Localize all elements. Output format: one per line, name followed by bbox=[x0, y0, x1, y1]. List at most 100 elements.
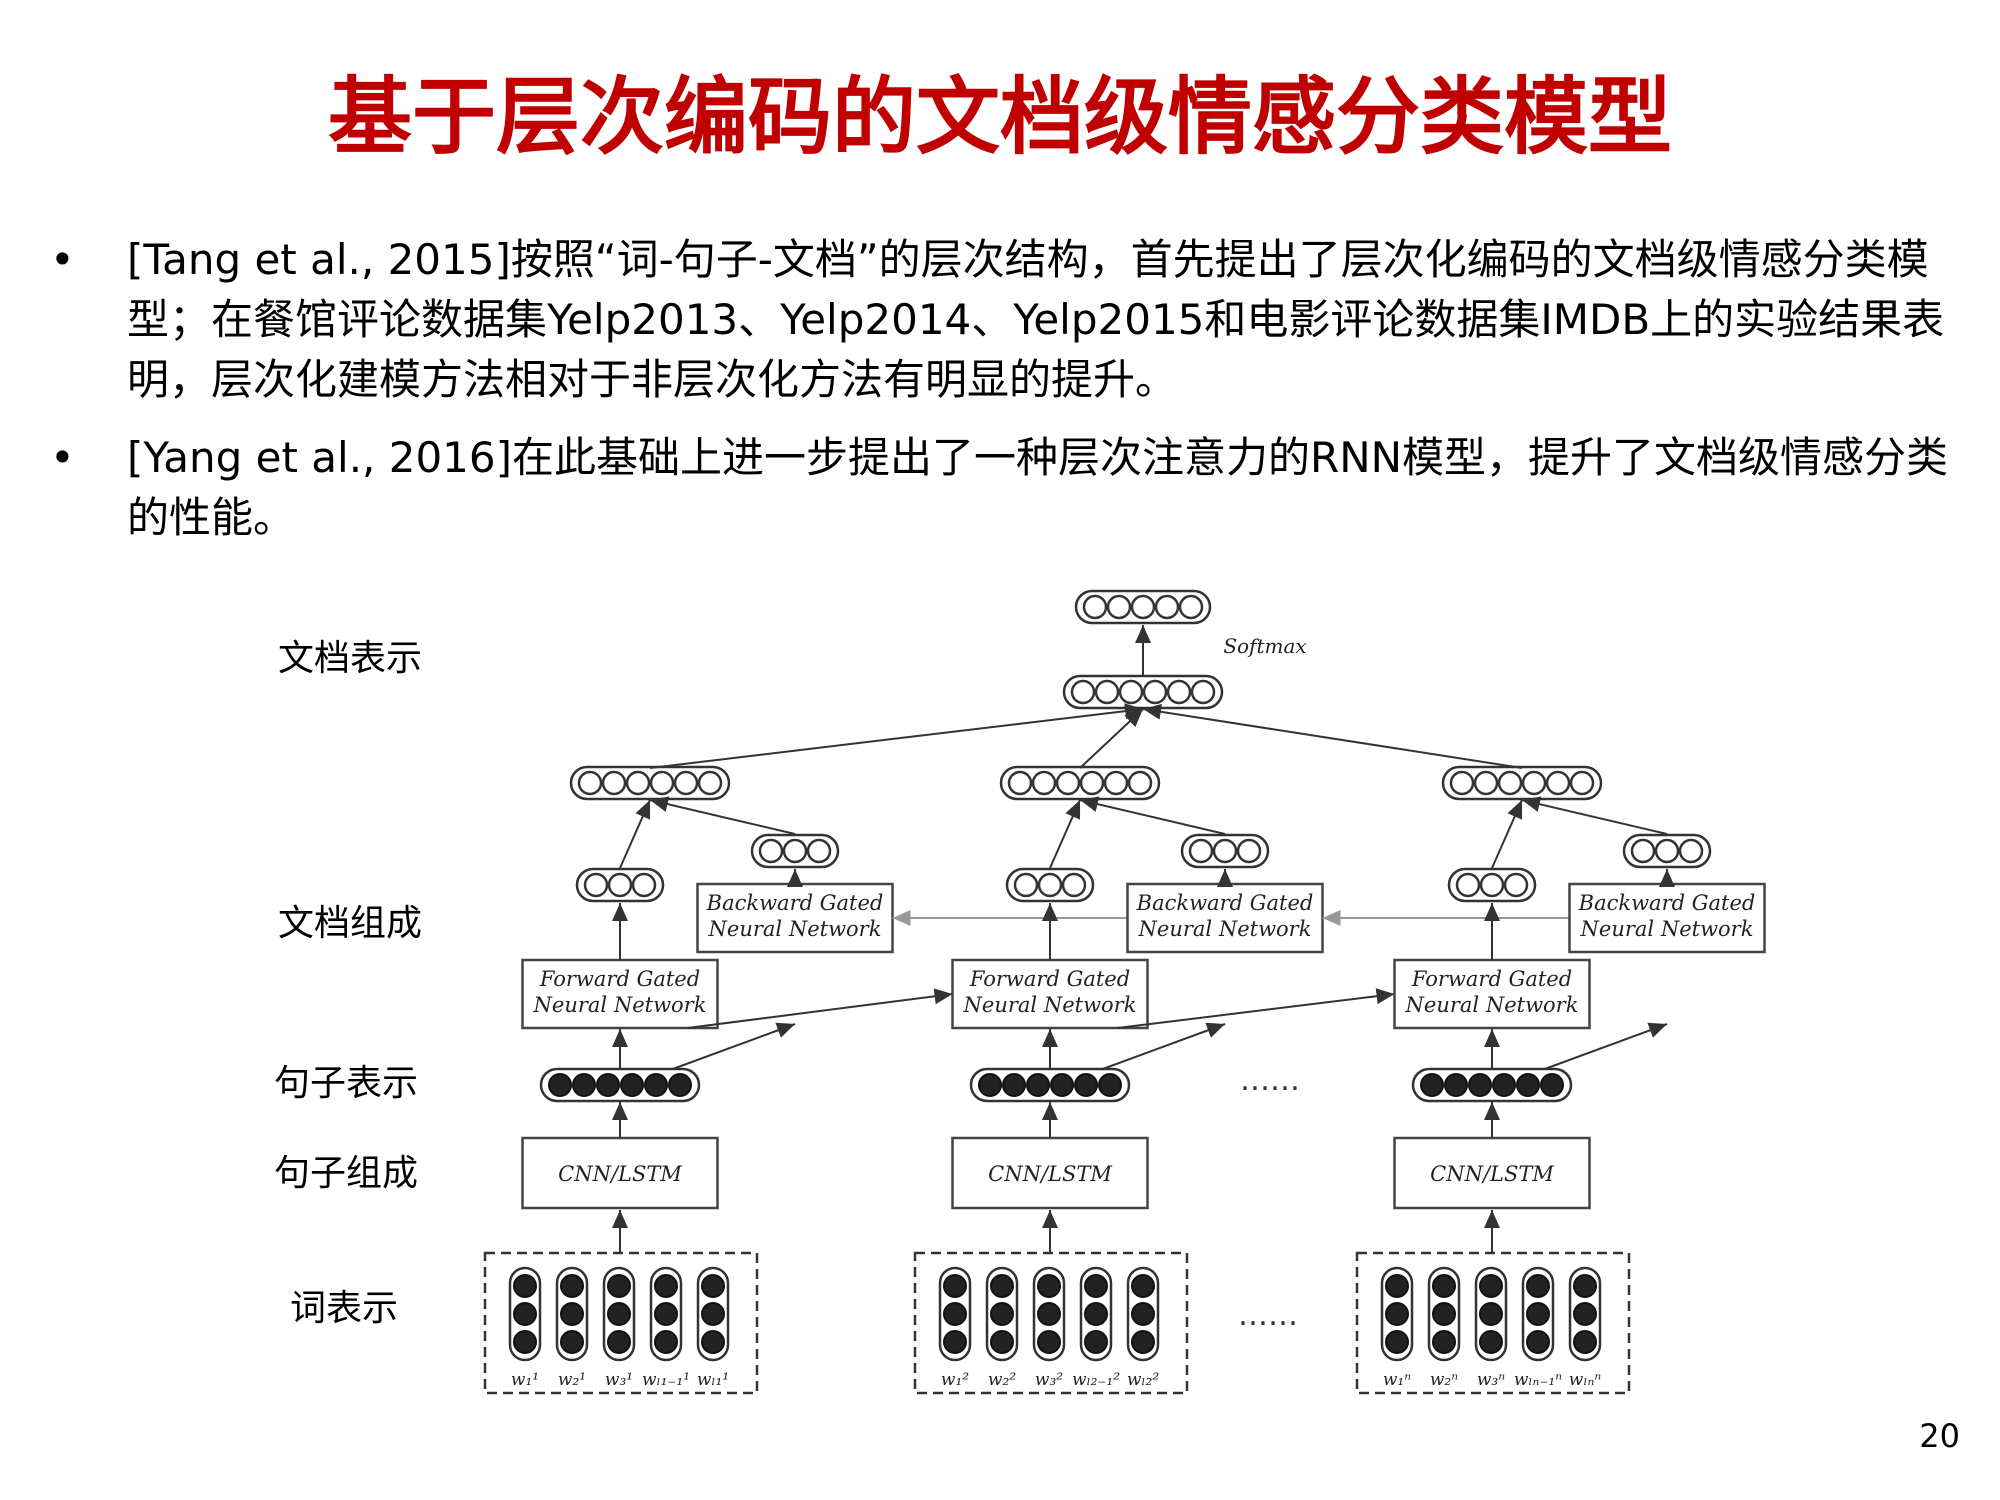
arrow-sentence-to-backward bbox=[669, 1022, 796, 1071]
neuron-node bbox=[1070, 679, 1096, 705]
cnn-lstm-label: CNN/LSTM bbox=[1430, 1162, 1554, 1186]
neuron-node bbox=[758, 838, 784, 864]
arrow-backward-to-aggregate bbox=[1079, 796, 1226, 835]
word-vector bbox=[508, 1266, 542, 1362]
sentence-output-vector bbox=[569, 765, 731, 801]
neuron-node bbox=[1526, 1274, 1550, 1298]
forward-gated-nn-box bbox=[521, 958, 719, 1030]
cnn-lstm-box bbox=[951, 1136, 1149, 1210]
neuron-node bbox=[1127, 770, 1153, 796]
neuron-node bbox=[1432, 1274, 1456, 1298]
document-vector-pill bbox=[1062, 674, 1224, 710]
neuron-node bbox=[943, 1302, 967, 1326]
arrow-sentence-to-backward bbox=[1541, 1022, 1668, 1071]
cnn-lstm-label: CNN/LSTM bbox=[988, 1162, 1112, 1186]
neuron-node bbox=[607, 872, 633, 898]
neuron-node bbox=[1130, 594, 1156, 620]
word-label: w₁¹ bbox=[511, 1370, 539, 1390]
neuron-node bbox=[1630, 838, 1656, 864]
neuron-node bbox=[1449, 770, 1475, 796]
forward-hidden-vector bbox=[1005, 867, 1095, 903]
neuron-node bbox=[1479, 1302, 1503, 1326]
word-label: w₂ⁿ bbox=[1430, 1370, 1458, 1390]
arrow-sentence-to-backward bbox=[1099, 1022, 1226, 1071]
sentence-representation-vector bbox=[969, 1067, 1131, 1103]
neuron-node bbox=[1432, 1302, 1456, 1326]
arrow-to-document-vector bbox=[1142, 703, 1523, 769]
arrow-to-document-vector bbox=[649, 703, 1144, 769]
neuron-node bbox=[1479, 1330, 1503, 1354]
neuron-node bbox=[1492, 1073, 1516, 1097]
neuron-node bbox=[1084, 1302, 1108, 1326]
cnn-lstm-label: CNN/LSTM bbox=[558, 1162, 682, 1186]
bullet-item: • [Tang et al., 2015]按照“词-句子-文档”的层次结构，首先… bbox=[50, 230, 1950, 410]
backward-hidden-vector bbox=[750, 833, 840, 869]
word-vector bbox=[1474, 1266, 1508, 1362]
neuron-node bbox=[1074, 1073, 1098, 1097]
word-vector bbox=[985, 1266, 1019, 1362]
neuron-node bbox=[1142, 679, 1168, 705]
neuron-node bbox=[1188, 838, 1214, 864]
neuron-node bbox=[1420, 1073, 1444, 1097]
arrow-forward-chain bbox=[687, 988, 953, 1029]
neuron-node bbox=[1031, 770, 1057, 796]
forward-box-label-line2: Neural Network bbox=[1405, 993, 1579, 1017]
backward-box-label-line2: Neural Network bbox=[1138, 917, 1312, 941]
neuron-node bbox=[1118, 679, 1144, 705]
neuron-node bbox=[1037, 1330, 1061, 1354]
word-label: w₃¹ bbox=[605, 1370, 633, 1390]
neuron-node bbox=[990, 1274, 1014, 1298]
word-vector bbox=[1126, 1266, 1160, 1362]
level-label-sent-comp: 句子组成 bbox=[274, 1153, 418, 1194]
neuron-node bbox=[673, 770, 699, 796]
neuron-node bbox=[1479, 1274, 1503, 1298]
neuron-node bbox=[1385, 1330, 1409, 1354]
neuron-node bbox=[782, 838, 808, 864]
neuron-node bbox=[1026, 1073, 1050, 1097]
word-label: w₁ⁿ bbox=[1383, 1370, 1411, 1390]
neuron-node bbox=[1013, 872, 1039, 898]
neuron-node bbox=[978, 1073, 1002, 1097]
backward-box-label-line2: Neural Network bbox=[708, 917, 882, 941]
neuron-node bbox=[943, 1274, 967, 1298]
neuron-node bbox=[649, 770, 675, 796]
neuron-node bbox=[1526, 1330, 1550, 1354]
neuron-node bbox=[1678, 838, 1704, 864]
neuron-node bbox=[1106, 594, 1132, 620]
ellipsis-sentence: …… bbox=[1240, 1063, 1300, 1098]
neuron-node bbox=[1497, 770, 1523, 796]
backward-box-label-line2: Neural Network bbox=[1580, 917, 1754, 941]
neuron-node bbox=[560, 1302, 584, 1326]
neuron-node bbox=[1084, 1330, 1108, 1354]
neuron-node bbox=[1094, 679, 1120, 705]
level-label-doc-repr: 文档表示 bbox=[278, 638, 422, 679]
neuron-node bbox=[1131, 1330, 1155, 1354]
backward-hidden-vector bbox=[1622, 833, 1712, 869]
word-vector bbox=[1427, 1266, 1461, 1362]
neuron-node bbox=[577, 770, 603, 796]
sentence-output-vector bbox=[999, 765, 1161, 801]
word-label: wₗ₁₋₁¹ bbox=[642, 1370, 690, 1390]
level-label-word-repr: 词表示 bbox=[290, 1288, 398, 1329]
neuron-node bbox=[560, 1274, 584, 1298]
page-number: 20 bbox=[1919, 1417, 1960, 1455]
hierarchical-model-diagram: 文档表示 文档组成 句子表示 句子组成 词表示 Softmax Forward … bbox=[274, 589, 1766, 1395]
neuron-node bbox=[548, 1073, 572, 1097]
neuron-node bbox=[1131, 1274, 1155, 1298]
word-label: wₗ₁¹ bbox=[697, 1370, 729, 1390]
neuron-node bbox=[1103, 770, 1129, 796]
bullet-text: [Tang et al., 2015]按照“词-句子-文档”的层次结构，首先提出… bbox=[127, 235, 1945, 404]
slide-title: 基于层次编码的文档级情感分类模型 bbox=[327, 68, 1672, 166]
cnn-lstm-box bbox=[521, 1136, 719, 1210]
document-vector bbox=[1062, 674, 1224, 710]
neuron-node bbox=[990, 1330, 1014, 1354]
word-vector bbox=[696, 1266, 730, 1362]
neuron-node bbox=[697, 770, 723, 796]
neuron-node bbox=[513, 1330, 537, 1354]
arrow-forward-to-aggregate bbox=[619, 799, 651, 869]
softmax-label: Softmax bbox=[1223, 634, 1306, 658]
neuron-node bbox=[1573, 1302, 1597, 1326]
neuron-node bbox=[607, 1302, 631, 1326]
neuron-node bbox=[560, 1330, 584, 1354]
